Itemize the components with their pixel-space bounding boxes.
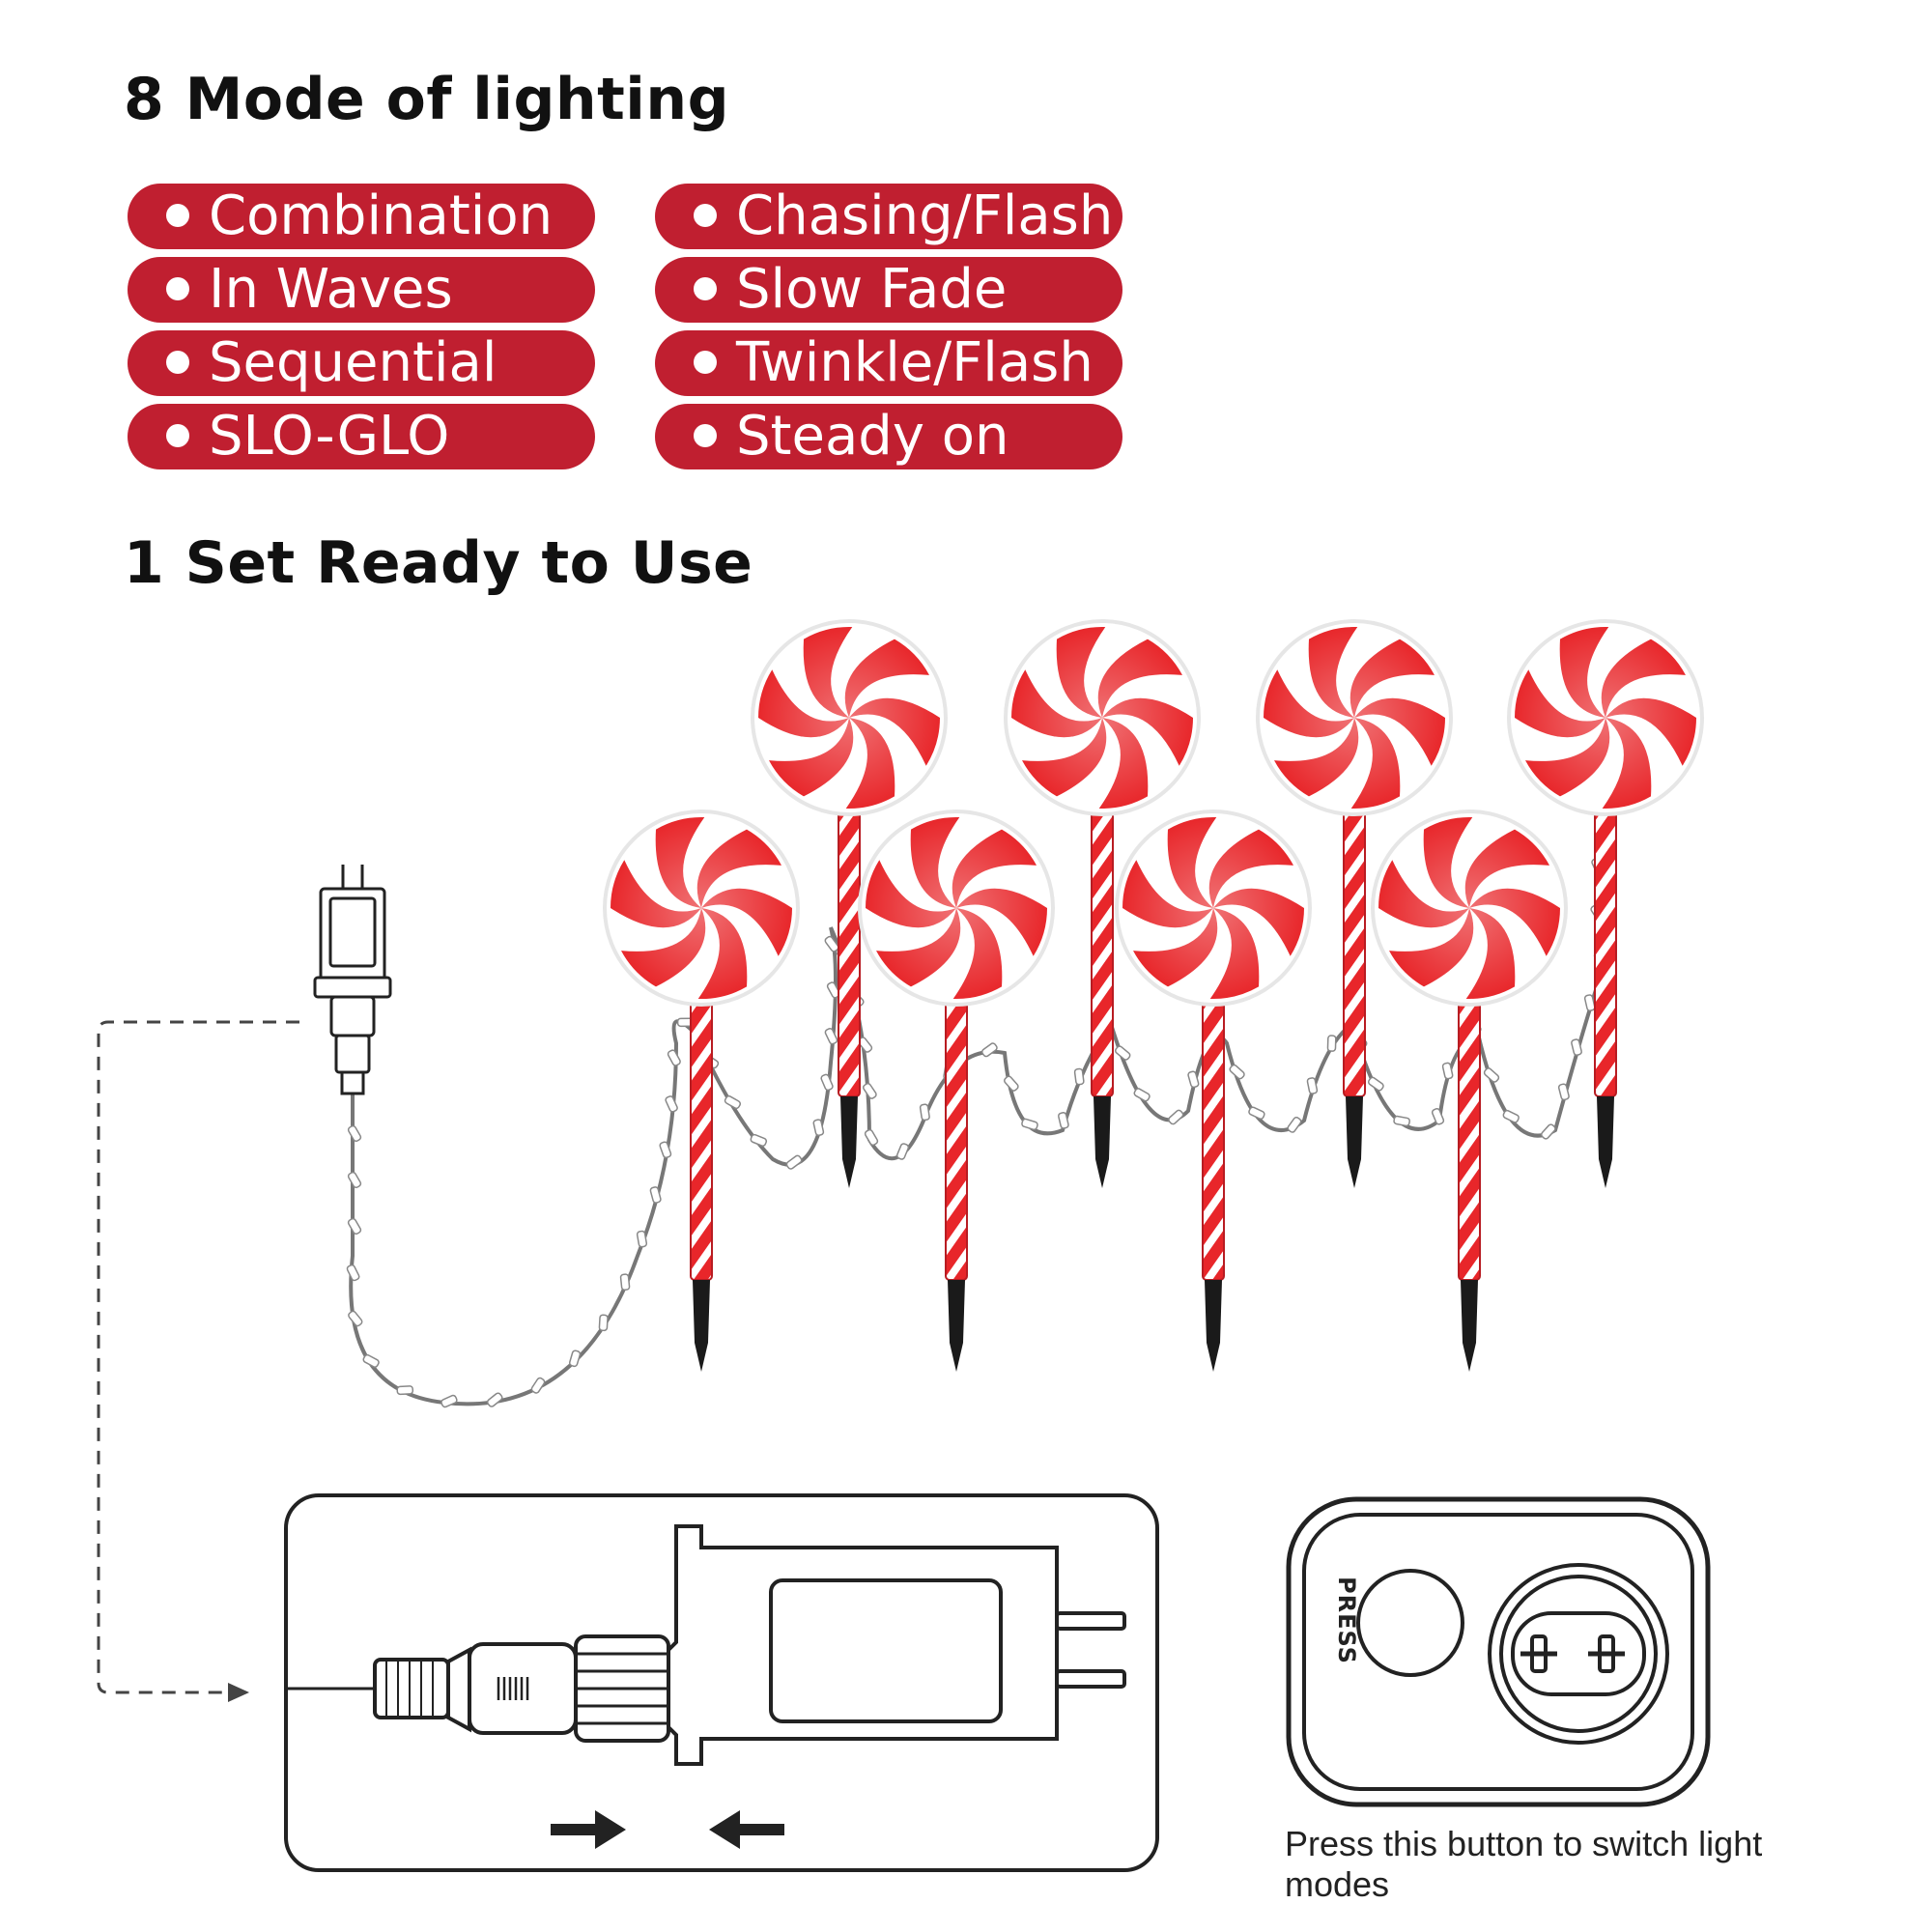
dashed-guide-line — [97, 1020, 299, 1694]
bulb-icon — [530, 1377, 546, 1394]
bulb-icon — [1502, 1109, 1520, 1123]
bulb-icon — [649, 1186, 662, 1204]
bulb-icon — [619, 1273, 631, 1292]
bulb-icon — [1441, 1062, 1454, 1080]
bulb-icon — [665, 1095, 678, 1113]
bulb-icon — [598, 1314, 609, 1332]
bulb-icon — [1073, 1067, 1085, 1086]
bulb-icon — [864, 1128, 879, 1147]
controller-caption: Press this button to switch light modes — [1285, 1824, 1763, 1904]
bulb-icon — [348, 1310, 363, 1327]
press-label: PRESS — [1333, 1577, 1360, 1664]
bulb-icon — [1114, 1045, 1131, 1061]
bulb-icon — [812, 1119, 825, 1137]
guide-arrowhead-icon — [228, 1683, 249, 1702]
bulb-icon — [820, 1073, 834, 1092]
bulb-icon — [863, 1082, 877, 1099]
bulb-icon — [346, 1264, 360, 1282]
bulb-icon — [824, 1027, 838, 1045]
mode-label: Slow Fade — [736, 258, 1008, 321]
bullet-dot-icon — [694, 423, 717, 447]
bulb-icon — [1058, 1112, 1069, 1129]
bulb-icon — [980, 1042, 998, 1058]
bulb-icon — [659, 1141, 672, 1159]
bulb-icon — [1248, 1106, 1265, 1121]
lollipop-stake — [603, 810, 800, 1372]
set-heading: 1 Set Ready to Use — [124, 529, 753, 597]
bullet-dot-icon — [694, 203, 717, 227]
mode-label: Twinkle/Flash — [736, 331, 1094, 394]
mode-pill: Sequential — [128, 330, 595, 396]
mode-label: In Waves — [209, 258, 453, 321]
bulb-icon — [750, 1133, 768, 1147]
lollipop-stake — [751, 619, 948, 1188]
bulb-icon — [1483, 1067, 1500, 1083]
bulb-icon — [568, 1350, 582, 1368]
bulb-icon — [440, 1394, 458, 1408]
bulb-icon — [826, 981, 840, 999]
mode-label: Sequential — [209, 331, 497, 394]
bulb-icon — [1306, 1077, 1319, 1094]
bulb-icon — [362, 1353, 380, 1368]
arrow-icon — [551, 1810, 784, 1849]
bulb-icon — [1367, 1076, 1384, 1092]
bulb-icon — [1557, 1083, 1570, 1101]
mode-pill: In Waves — [128, 257, 595, 323]
lollipop-stake — [1256, 619, 1453, 1188]
bulb-icon — [1287, 1116, 1302, 1133]
bulb-icon — [785, 1154, 803, 1170]
bulb-icon — [347, 1217, 362, 1236]
bulb-icon — [347, 1171, 362, 1189]
bulb-icon — [1326, 1035, 1337, 1052]
mode-pill: Slow Fade — [655, 257, 1122, 323]
bulb-icon — [667, 1049, 681, 1066]
lollipop-stake — [1371, 810, 1568, 1372]
mode-pill: SLO-GLO — [128, 404, 595, 469]
bulb-icon — [486, 1392, 503, 1407]
bulb-icon — [1431, 1108, 1445, 1125]
bullet-dot-icon — [166, 423, 189, 447]
bullet-dot-icon — [166, 203, 189, 227]
lollipop-stake — [858, 810, 1055, 1372]
mode-pill: Steady on — [655, 404, 1122, 469]
bulb-icon — [1540, 1123, 1556, 1140]
mode-label: Chasing/Flash — [736, 185, 1114, 247]
bulb-icon — [1133, 1088, 1151, 1102]
adapter-large-icon — [286, 1524, 1126, 1766]
mode-switch-button[interactable] — [1356, 1569, 1464, 1677]
modes-heading: 8 Mode of lighting — [124, 66, 730, 133]
mode-pill: Chasing/Flash — [655, 184, 1122, 249]
bulb-icon — [636, 1230, 648, 1248]
lollipop-stakes — [603, 619, 1704, 1372]
bulb-icon — [1187, 1070, 1200, 1089]
bullet-dot-icon — [694, 350, 717, 374]
bulb-icon — [724, 1094, 741, 1110]
bulb-icon — [347, 1124, 362, 1143]
mode-label: Steady on — [736, 405, 1009, 468]
bulb-icon — [1168, 1109, 1184, 1125]
mode-label: SLO-GLO — [209, 405, 450, 468]
mode-pill: Combination — [128, 184, 595, 249]
mode-label: Combination — [209, 185, 554, 247]
lollipop-stake — [1115, 810, 1312, 1372]
bulb-icon — [1229, 1064, 1245, 1080]
socket-icon — [1488, 1563, 1669, 1745]
mode-pill: Twinkle/Flash — [655, 330, 1122, 396]
bulb-icon — [919, 1103, 930, 1122]
bulb-icon — [396, 1385, 414, 1396]
bulb-icon — [895, 1143, 910, 1160]
lollipop-stake — [1507, 619, 1704, 1188]
bulb-icon — [1583, 994, 1596, 1011]
bulb-icon — [1004, 1075, 1019, 1092]
bulb-icon — [1571, 1038, 1582, 1056]
bulb-icon — [1021, 1118, 1038, 1131]
bullet-dot-icon — [166, 350, 189, 374]
lollipop-stake — [1004, 619, 1201, 1188]
bulb-icon — [1393, 1115, 1410, 1127]
bullet-dot-icon — [166, 276, 189, 300]
power-adapter-icon — [313, 865, 392, 1095]
bullet-dot-icon — [694, 276, 717, 300]
wire-path — [349, 849, 1606, 1406]
